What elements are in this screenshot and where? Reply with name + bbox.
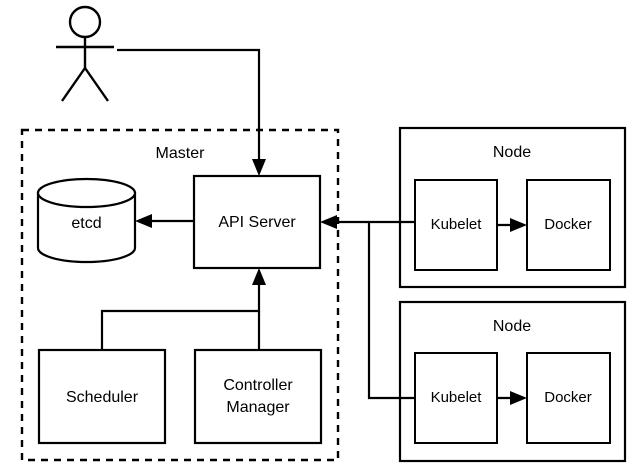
etcd-cylinder-top bbox=[36, 177, 137, 209]
node-1-label: Node bbox=[493, 144, 531, 161]
scheduler-label: Scheduler bbox=[66, 389, 139, 406]
controller-manager-label-line1: Controller bbox=[223, 377, 293, 394]
actor-left-leg-line bbox=[61, 67, 86, 102]
arrow-head-icon bbox=[252, 268, 266, 285]
api-server-box bbox=[192, 174, 322, 270]
controller-manager-node[interactable]: Controller Manager bbox=[193, 348, 323, 445]
scheduler-node[interactable]: Scheduler bbox=[37, 348, 167, 445]
api-server-node[interactable]: API Server bbox=[192, 174, 322, 270]
edge-kubelets-to-api-server bbox=[320, 215, 415, 400]
master-boundary[interactable] bbox=[20, 128, 340, 462]
user-actor[interactable] bbox=[56, 5, 114, 102]
node-2-label: Node bbox=[493, 318, 531, 335]
arrow-head-icon bbox=[252, 159, 266, 176]
edge-api-server-to-etcd bbox=[135, 214, 194, 228]
actor-right-leg-line bbox=[84, 67, 109, 102]
arrow-head-icon bbox=[320, 215, 337, 229]
node-1-kubelet-label: Kubelet bbox=[431, 216, 483, 233]
node-1[interactable]: Node Kubelet Docker bbox=[398, 126, 627, 289]
node-1-docker-box[interactable] bbox=[526, 179, 611, 271]
etcd-label: etcd bbox=[71, 215, 101, 232]
arrow-head-icon bbox=[510, 218, 527, 232]
node-2-kubelet-label: Kubelet bbox=[431, 389, 483, 406]
actor-head-icon bbox=[68, 5, 102, 39]
node-2-docker-label: Docker bbox=[544, 389, 592, 406]
arrow-head-icon bbox=[510, 391, 527, 405]
node-2[interactable]: Node Kubelet Docker bbox=[398, 300, 627, 463]
etcd-node[interactable]: etcd bbox=[36, 177, 137, 264]
etcd-cylinder-body bbox=[36, 191, 137, 264]
node-1-docker-label: Docker bbox=[544, 216, 592, 233]
api-server-label: API Server bbox=[218, 214, 296, 231]
edge-node-1-kubelet-to-docker bbox=[497, 218, 527, 232]
controller-manager-box bbox=[193, 348, 323, 445]
edge-control-plane-to-api-server bbox=[100, 268, 266, 350]
arrow-head-icon bbox=[135, 214, 152, 228]
edge-node-2-kubelet-to-docker bbox=[497, 391, 527, 405]
edge-actor-to-api-server bbox=[117, 48, 266, 176]
controller-manager-label-line2: Manager bbox=[226, 399, 290, 416]
master-label: Master bbox=[156, 145, 206, 162]
